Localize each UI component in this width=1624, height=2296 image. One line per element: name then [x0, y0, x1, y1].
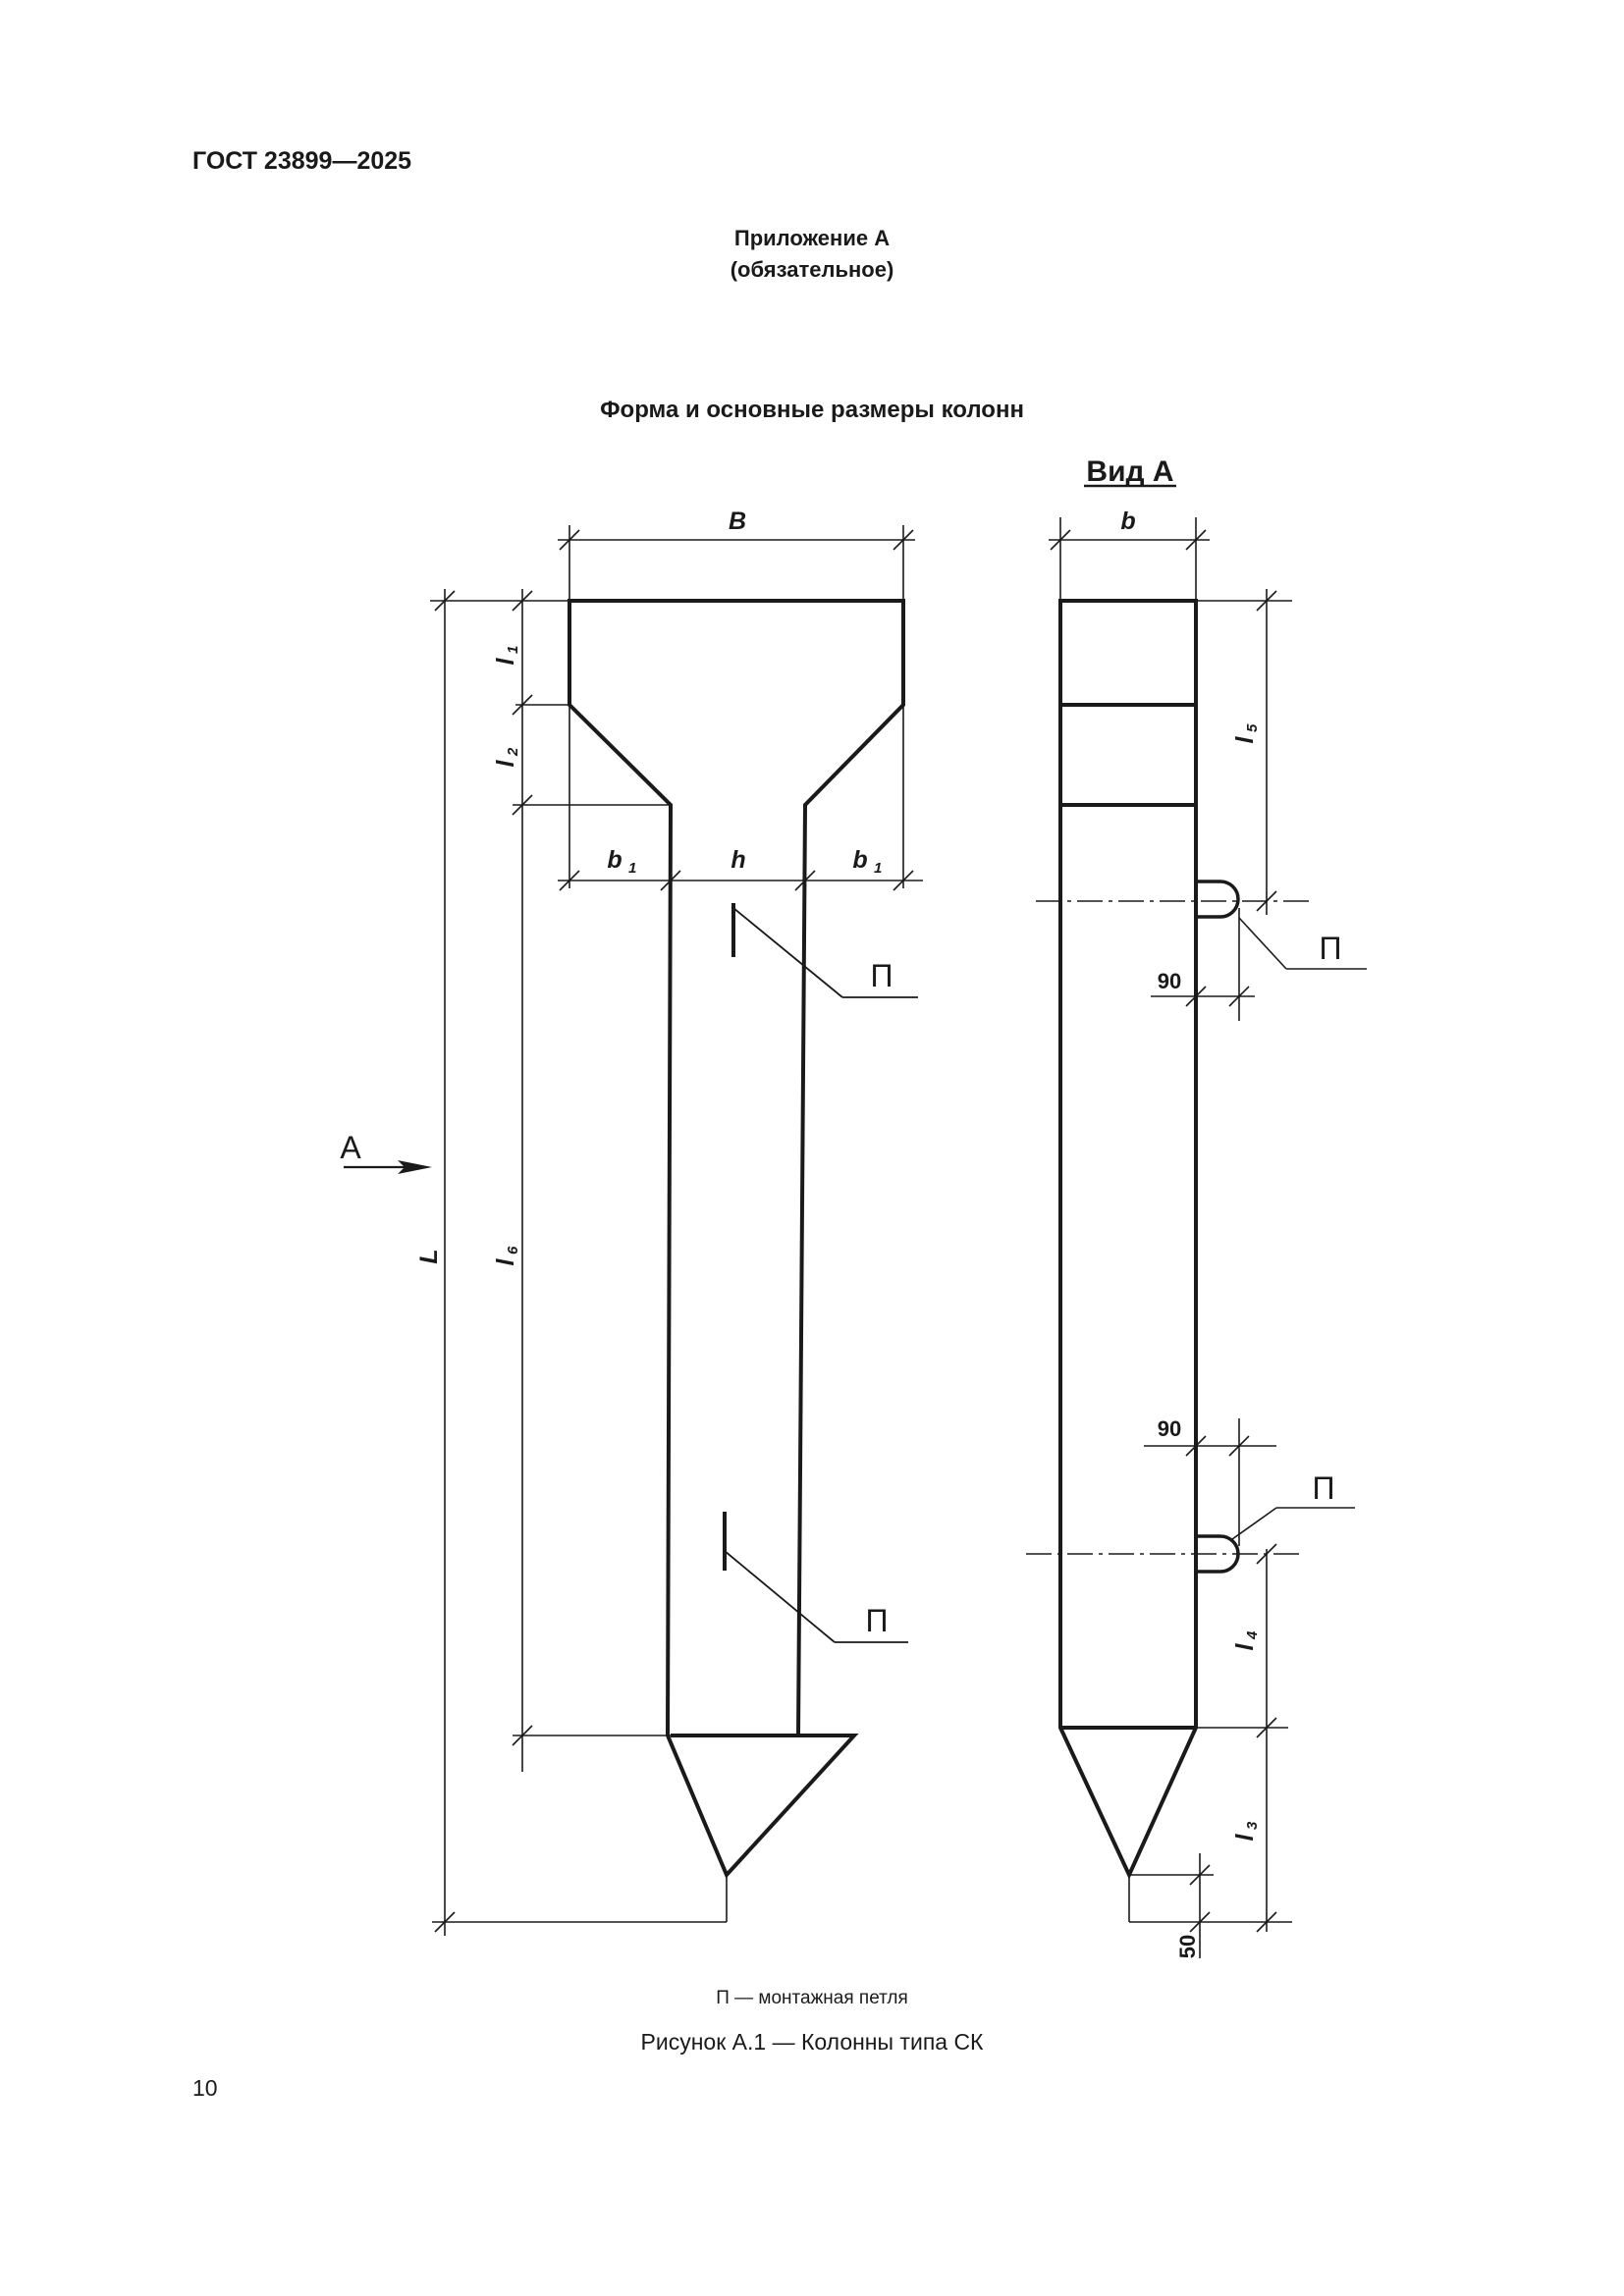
- page-number: 10: [192, 2075, 218, 2101]
- figure-caption: Рисунок А.1 — Колонны типа СК: [640, 2029, 984, 2055]
- view-arrow-label: А: [340, 1130, 361, 1165]
- document-code: ГОСТ 23899—2025: [192, 147, 412, 175]
- dim-label-L: L: [415, 1249, 443, 1263]
- loop-label-side-top: П: [1320, 931, 1342, 966]
- dim-sub-2: 2: [505, 747, 521, 757]
- dim-label-b1-right: b: [852, 846, 867, 874]
- dim-label-90-top: 90: [1158, 969, 1181, 993]
- section-title: Форма и основные размеры колонн: [600, 397, 1024, 423]
- front-view-outline: [568, 599, 905, 1879]
- dim-sub-5: 5: [1244, 723, 1261, 732]
- view-direction-arrow: [344, 1160, 432, 1174]
- dim-sub-1-left: 1: [628, 860, 636, 877]
- dim-label-l4: l: [1231, 1642, 1259, 1650]
- dim-label-l1: l: [492, 657, 519, 665]
- figure-legend: П — монтажная петля: [716, 1988, 908, 2008]
- front-view-dimension-lines: [430, 525, 923, 1936]
- dim-label-B: B: [729, 507, 746, 535]
- side-view-loops: [1196, 880, 1240, 1574]
- dim-sub-4: 4: [1244, 1630, 1261, 1640]
- dim-label-l2: l: [492, 759, 519, 767]
- dim-sub-1-right: 1: [874, 860, 882, 877]
- dim-sub-6: 6: [505, 1246, 521, 1255]
- loop-label-front-bottom: П: [866, 1603, 889, 1638]
- front-view-loop-markers: [723, 903, 918, 1643]
- side-view-dimension-lines: [1049, 517, 1367, 1958]
- dim-label-l3: l: [1231, 1833, 1259, 1841]
- side-view-outline: [1058, 599, 1198, 1880]
- annex-title: Приложение А: [733, 226, 891, 250]
- loop-label-side-bottom: П: [1313, 1470, 1335, 1506]
- dim-label-90-bottom: 90: [1158, 1416, 1181, 1441]
- loop-label-front-top: П: [871, 958, 893, 993]
- side-view-axis-lines: [1026, 900, 1311, 1555]
- dim-label-h: h: [731, 846, 745, 874]
- dim-label-l5: l: [1231, 735, 1259, 743]
- dim-sub-3: 3: [1244, 1821, 1261, 1830]
- dim-label-b1-left: b: [607, 846, 622, 874]
- dim-label-b: b: [1120, 507, 1135, 535]
- view-title: Вид А: [1086, 455, 1173, 488]
- annex-subtitle: (обязательное): [730, 257, 894, 282]
- dim-sub-1: 1: [505, 646, 521, 654]
- dim-label-50: 50: [1175, 1935, 1200, 1958]
- dim-label-l6: l: [492, 1257, 519, 1265]
